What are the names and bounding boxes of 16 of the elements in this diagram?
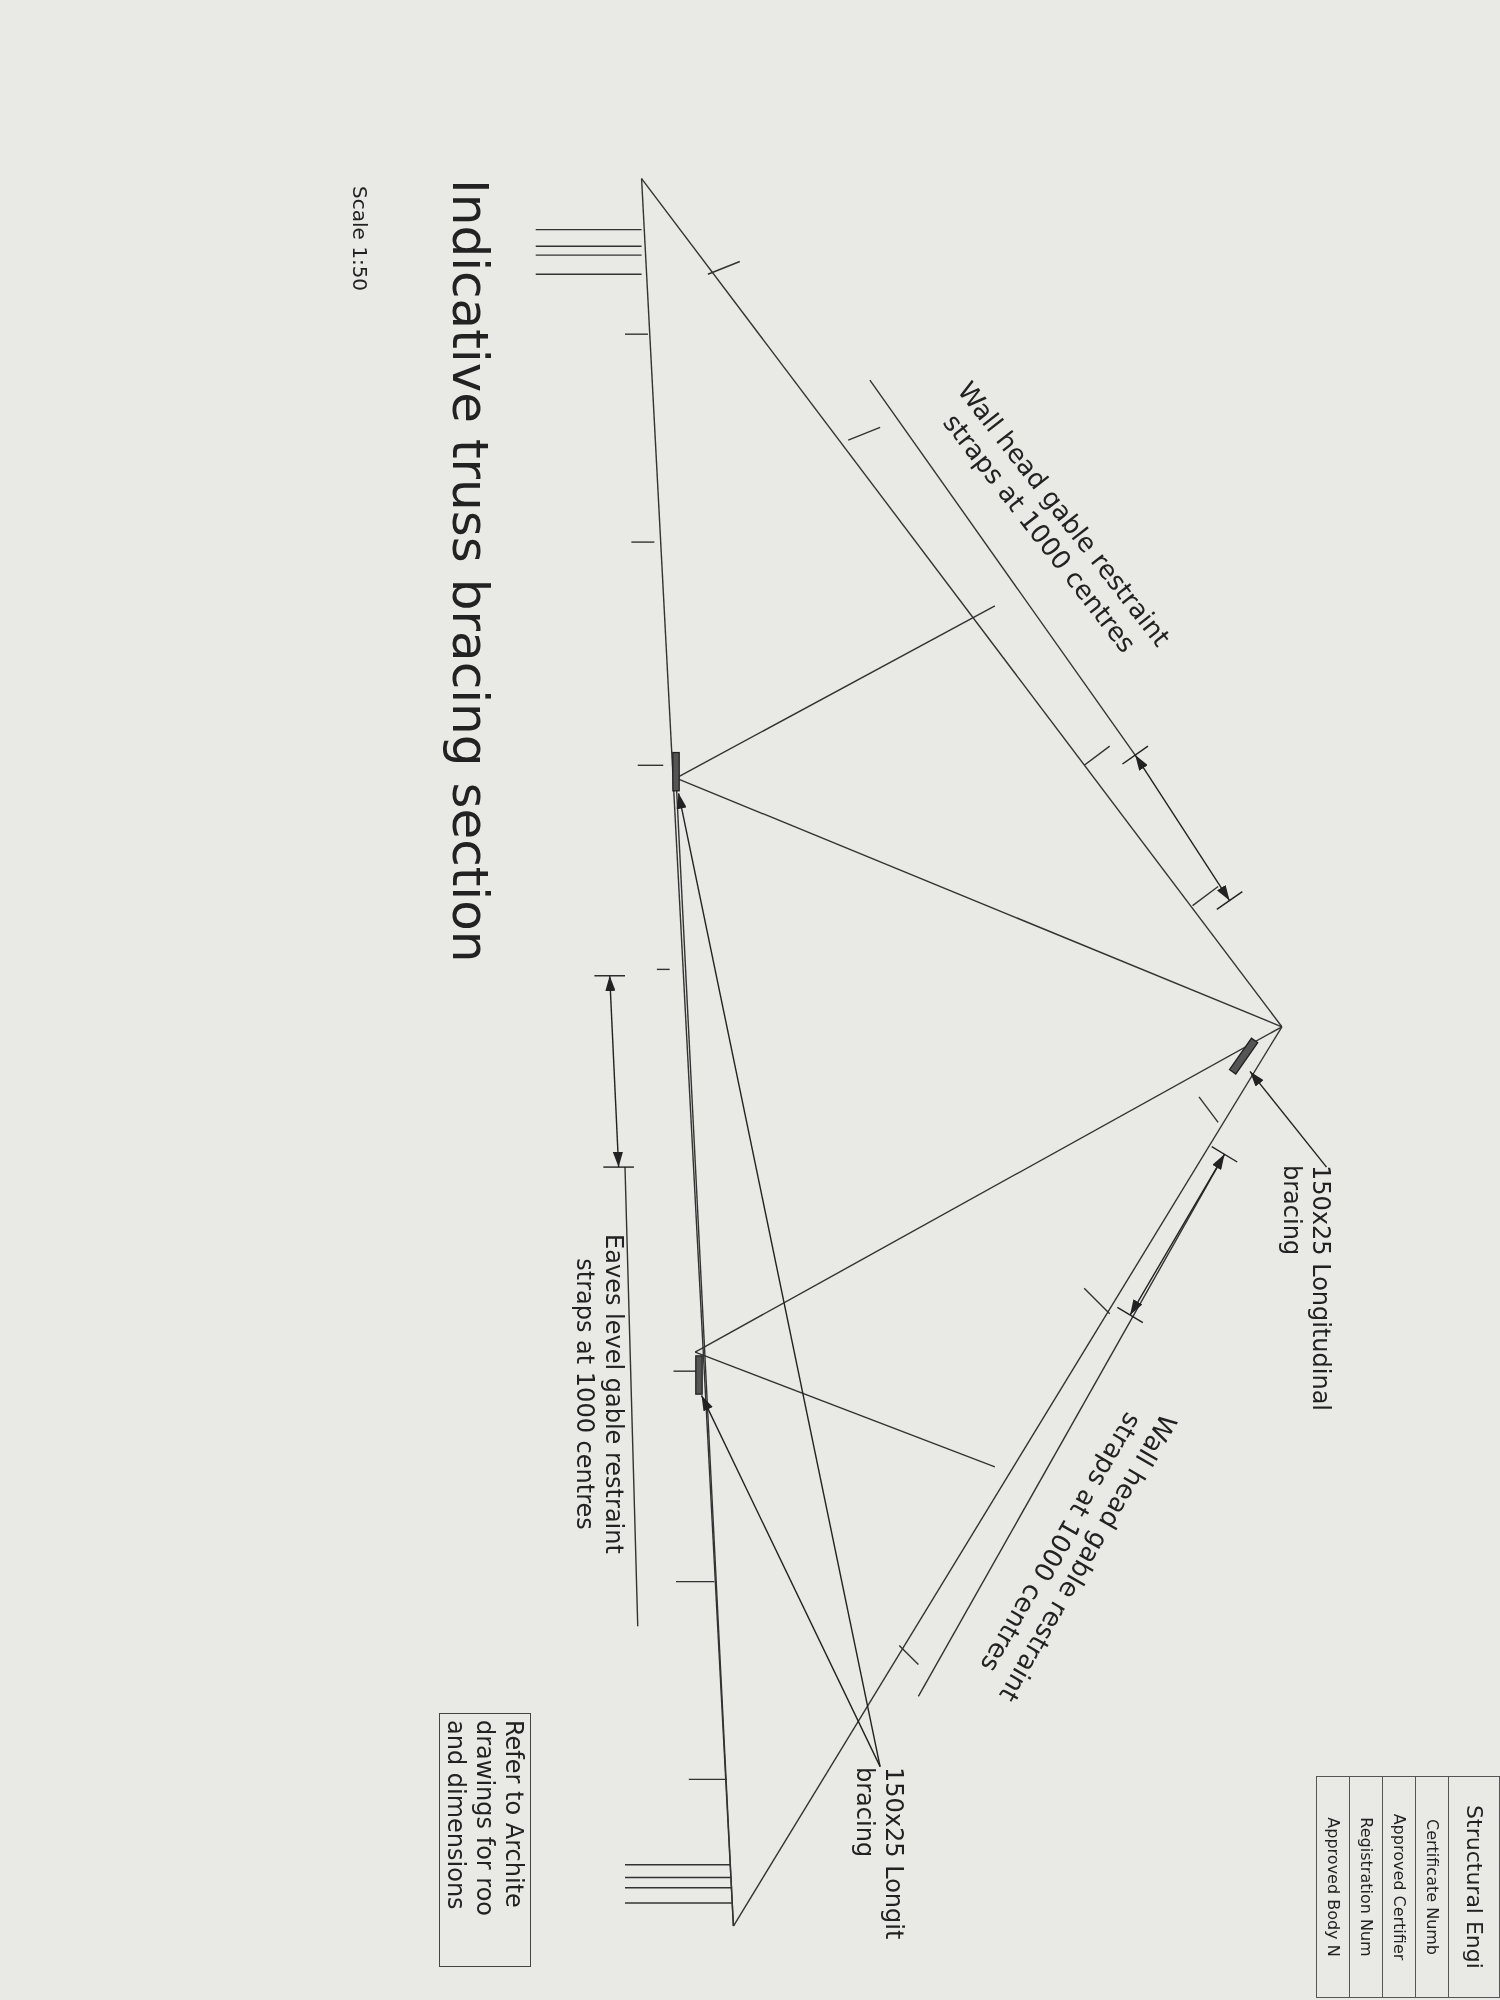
callout-label: 150x25 Longit bracing: [850, 1766, 909, 1992]
leader-line: [700, 1394, 881, 1768]
bracing-mark: [695, 1355, 703, 1395]
title-block-cell: Certificate Numb: [1415, 1776, 1449, 1997]
leader-line: [1249, 1070, 1328, 1168]
leader-line: [676, 792, 881, 1768]
note-box: Refer to Archite drawings for roo and dimensions: [438, 1713, 531, 1967]
title-block-cell: Approved Body N: [1316, 1776, 1350, 1997]
dimension-label: Eaves level gable restraint straps at 1000 centres: [569, 1233, 628, 1556]
drawing-title: Indicative truss bracing section: [440, 178, 500, 963]
title-block-cell: Structural Engi: [1448, 1776, 1500, 1997]
title-block-cell: Approved Certifier: [1382, 1776, 1416, 1997]
scale-note: Scale 1:50: [348, 186, 373, 294]
bracing-mark: [672, 751, 680, 792]
callout-label: 150x25 Longitudinal bracing: [1277, 1164, 1336, 1465]
title-block-cell: Registration Num: [1349, 1776, 1383, 1997]
